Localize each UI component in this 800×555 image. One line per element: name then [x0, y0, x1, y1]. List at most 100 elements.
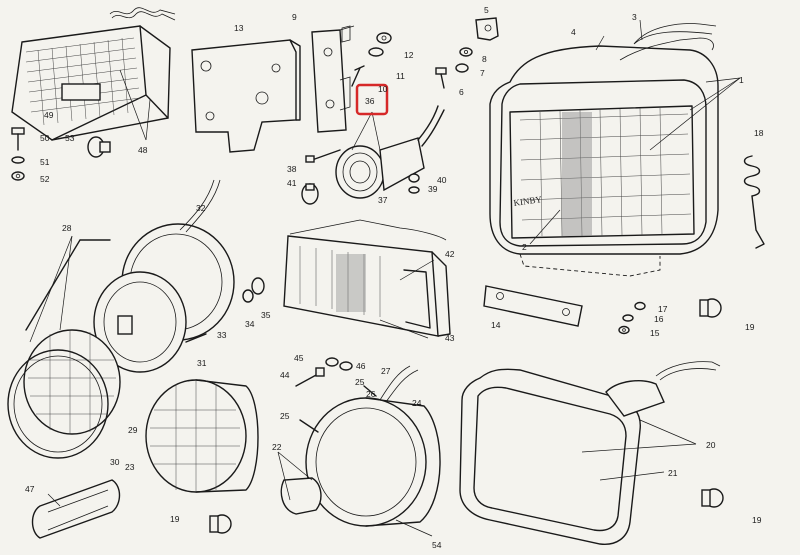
- callout-16: 16: [654, 314, 664, 324]
- bulb-41: [301, 183, 319, 205]
- callout-50: 50: [40, 133, 50, 143]
- callout-34: 34: [245, 319, 255, 329]
- screw-26: [363, 385, 377, 397]
- callout-38: 38: [287, 164, 297, 174]
- callout-32: 32: [196, 203, 206, 213]
- screw-44: [295, 367, 325, 387]
- nut-52: [11, 171, 25, 181]
- nut-12: [376, 32, 392, 44]
- spring-18: [743, 155, 765, 249]
- callout-8: 8: [482, 54, 487, 64]
- callout-6: 6: [459, 87, 464, 97]
- callout-42: 42: [445, 249, 455, 259]
- side-marker-47: [31, 479, 121, 539]
- washer-34: [242, 289, 254, 303]
- headlamp-trim-2: [519, 253, 661, 277]
- callout-49: 49: [44, 110, 54, 120]
- callout-28: 28: [62, 223, 72, 233]
- bracket-strip-14: [483, 285, 583, 327]
- callout-23: 23: [125, 462, 135, 472]
- callout-54: 54: [432, 540, 442, 550]
- callout-13: 13: [234, 23, 244, 33]
- callout-2: 2: [522, 242, 527, 252]
- bulb-53: [87, 136, 111, 158]
- callout-14: 14: [491, 320, 501, 330]
- callout-37: 37: [378, 195, 388, 205]
- callout-52: 52: [40, 174, 50, 184]
- screw-6: [435, 67, 447, 89]
- callout-39: 39: [428, 184, 438, 194]
- callout-40: 40: [437, 175, 447, 185]
- screw-25: [299, 419, 319, 433]
- callout-30: 30: [110, 457, 120, 467]
- callout-24: 24: [412, 398, 422, 408]
- callout-18: 18: [754, 128, 764, 138]
- screw-38: [305, 149, 341, 163]
- callout-7: 7: [480, 68, 485, 78]
- bracket-plate-9: [311, 25, 355, 133]
- washer-39: [408, 186, 420, 194]
- mounting-bracket-13: [191, 39, 301, 153]
- nut-46: [339, 361, 353, 371]
- callout-33: 33: [217, 330, 227, 340]
- callout-5: 5: [484, 5, 489, 15]
- screw-10: [351, 65, 365, 87]
- callout-46: 46: [356, 361, 366, 371]
- round-headlamp-23: [145, 379, 259, 493]
- callout-10: 10: [378, 84, 388, 94]
- callout-31: 31: [197, 358, 207, 368]
- callout-19-bottom: 19: [170, 514, 180, 524]
- rectangular-headlamp-1: [489, 23, 719, 255]
- callout-45: 45: [294, 353, 304, 363]
- nut-8: [459, 47, 473, 57]
- nut-40: [408, 173, 420, 183]
- nut-15: [618, 325, 630, 335]
- sealed-beam-29: [23, 329, 121, 435]
- callout-22: 22: [272, 442, 282, 452]
- callout-53: 53: [65, 133, 75, 143]
- callout-26: 26: [366, 389, 376, 399]
- screw-33: [185, 333, 207, 343]
- callout-4: 4: [571, 27, 576, 37]
- bulb-19-lower-right: [701, 488, 724, 508]
- callout-36: 36: [365, 96, 375, 106]
- washer-11: [368, 47, 384, 57]
- callout-44: 44: [280, 370, 290, 380]
- washer-51: [11, 156, 25, 164]
- callout-20: 20: [706, 440, 716, 450]
- washer-7: [455, 63, 469, 73]
- callout-11: 11: [396, 71, 405, 81]
- washer-16: [622, 314, 634, 322]
- callout-1: 1: [739, 75, 744, 85]
- callout-29: 29: [128, 425, 138, 435]
- callout-27: 27: [381, 366, 391, 376]
- washer-45: [325, 357, 339, 367]
- part-number-labels: 1 2 3 4 5 6 7 8 9 10 11 12 13 14 15 16 1…: [25, 5, 764, 550]
- callout-19-right: 19: [745, 322, 755, 332]
- callout-19-lower-right: 19: [752, 515, 762, 525]
- lens-brand-marking: KINBY: [513, 194, 543, 208]
- headlamp-bucket-54: [280, 365, 441, 527]
- highlight-box: [355, 83, 389, 116]
- callout-25-left: 25: [280, 411, 290, 421]
- rear-lamp-49: [11, 7, 176, 141]
- bulb-19-bottom: [209, 514, 232, 534]
- callout-25-right: 25: [355, 377, 365, 387]
- callout-51: 51: [40, 157, 50, 167]
- leader-lines: [29, 19, 741, 537]
- bulb-19-right: [699, 298, 722, 318]
- indicator-lamp-37: [335, 105, 445, 199]
- screw-17: [634, 301, 646, 311]
- mounting-ring-31: [93, 271, 187, 373]
- side-lamp-43: [283, 219, 451, 337]
- callout-9: 9: [292, 12, 297, 22]
- callout-48: 48: [138, 145, 148, 155]
- callout-21: 21: [668, 468, 678, 478]
- callout-41: 41: [287, 178, 297, 188]
- trim-ring-30: [7, 349, 109, 459]
- callout-15: 15: [650, 328, 660, 338]
- bolt-50: [11, 127, 25, 151]
- callout-47: 47: [25, 484, 35, 494]
